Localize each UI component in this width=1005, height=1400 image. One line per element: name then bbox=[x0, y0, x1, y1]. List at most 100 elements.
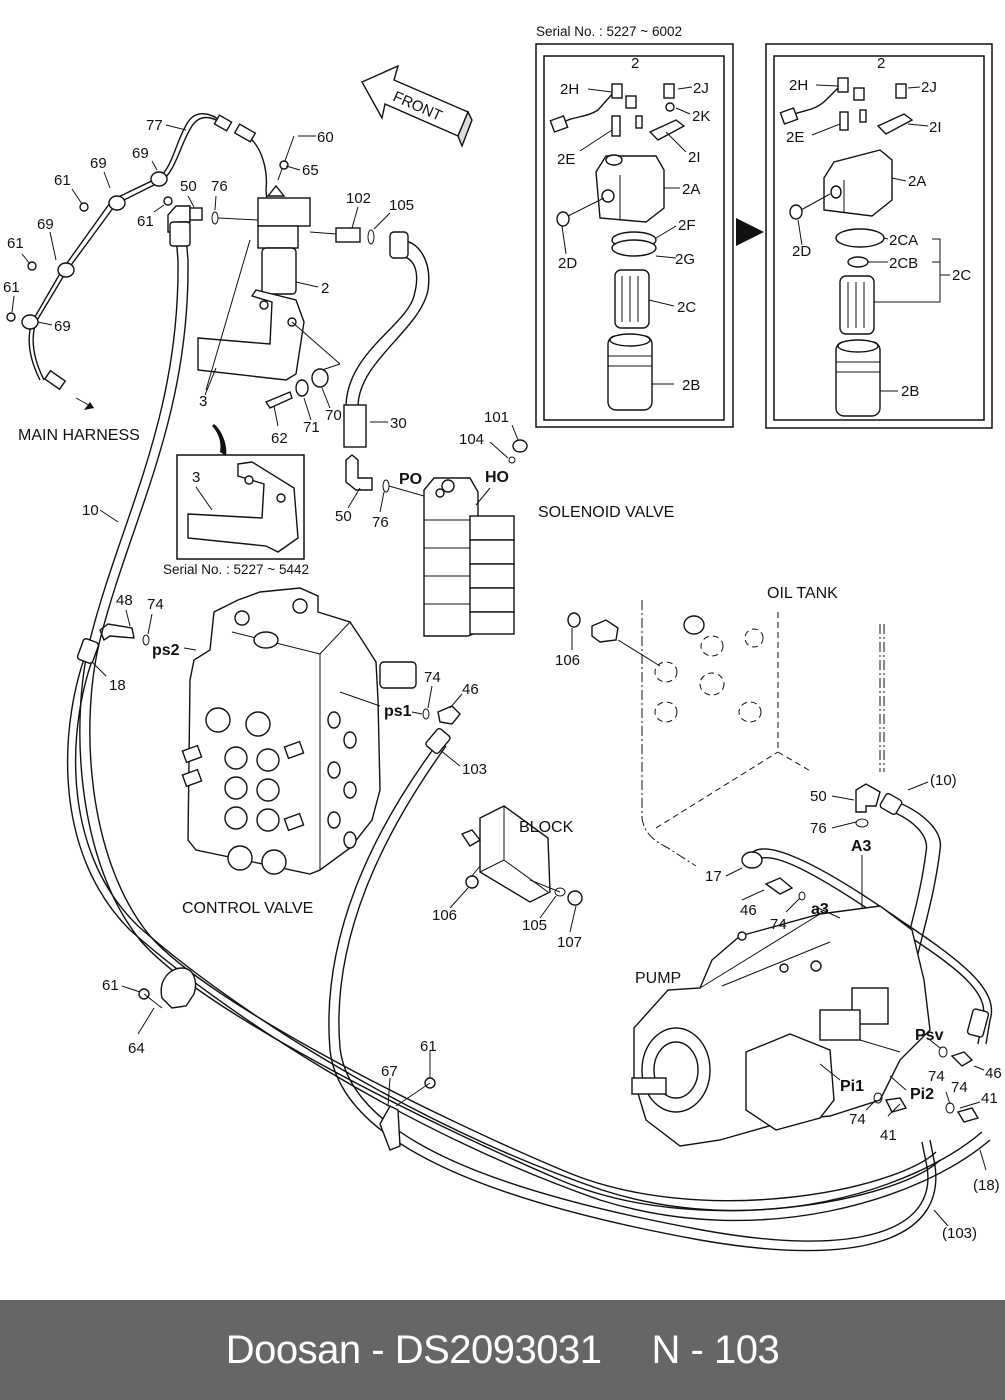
front-arrow-icon: FRONT bbox=[361, 64, 473, 148]
label-2K: 2K bbox=[692, 108, 710, 125]
label-2J-new: 2J bbox=[921, 79, 937, 96]
control-valve bbox=[99, 587, 461, 875]
transition-arrow-icon bbox=[736, 218, 764, 246]
label-2E-new: 2E bbox=[786, 129, 804, 146]
part-76: 76 bbox=[810, 820, 827, 837]
part-107: 107 bbox=[557, 934, 582, 951]
inset-labels: 2 2H 2J 2K 2E 2I 2A 2F 2G 2D 2C 2B 2 2H … bbox=[192, 55, 971, 486]
inset-filter-new bbox=[765, 43, 993, 429]
label-2D: 2D bbox=[558, 255, 577, 272]
part-104: 104 bbox=[459, 431, 484, 448]
part-48: 48 bbox=[116, 592, 133, 609]
part-46: 46 bbox=[740, 902, 757, 919]
part-105: 105 bbox=[389, 197, 414, 214]
harness-leaders bbox=[11, 124, 187, 326]
port-pi2: Pi2 bbox=[910, 1086, 934, 1103]
footer-bar: Doosan - DS2093031 N - 103 bbox=[0, 1300, 1005, 1400]
inset-filter-old bbox=[535, 43, 734, 428]
part-17: 17 bbox=[705, 868, 722, 885]
part-3: 3 bbox=[199, 393, 207, 410]
part-74: 74 bbox=[770, 916, 787, 933]
part-74: 74 bbox=[424, 669, 441, 686]
filter-assembly bbox=[167, 135, 430, 448]
label-2B-new: 2B bbox=[901, 383, 919, 400]
part-67: 67 bbox=[381, 1063, 398, 1080]
port-ps1: ps1 bbox=[384, 703, 412, 720]
part-103-ref: (103) bbox=[942, 1225, 977, 1242]
inset-old-title: 2 bbox=[631, 55, 639, 72]
part-61: 61 bbox=[3, 279, 20, 296]
port-psv: Psv bbox=[915, 1027, 944, 1044]
part-64: 64 bbox=[128, 1040, 145, 1057]
part-2: 2 bbox=[321, 280, 329, 297]
part-41: 41 bbox=[981, 1090, 998, 1107]
pump bbox=[631, 877, 987, 1227]
filter-leaders bbox=[187, 135, 391, 427]
label-2D-new: 2D bbox=[792, 243, 811, 260]
part-70: 70 bbox=[325, 407, 342, 424]
label-2H-new: 2H bbox=[789, 77, 808, 94]
solenoid-valve-caption: SOLENOID VALVE bbox=[538, 504, 674, 521]
part-102: 102 bbox=[346, 190, 371, 207]
label-2I: 2I bbox=[688, 149, 701, 166]
part-61: 61 bbox=[137, 213, 154, 230]
part-10: 10 bbox=[82, 502, 99, 519]
captions: MAIN HARNESS SOLENOID VALVE OIL TANK CON… bbox=[18, 24, 838, 987]
part-71: 71 bbox=[303, 419, 320, 436]
label-2J: 2J bbox=[693, 80, 709, 97]
footer-part-number: Doosan - DS2093031 bbox=[225, 1327, 602, 1372]
part-number-labels: 77 60 65 69 69 69 69 61 61 61 61 61 61 5… bbox=[3, 117, 1002, 1242]
block-caption: BLOCK bbox=[519, 819, 574, 836]
part-74: 74 bbox=[147, 596, 164, 613]
footer-page-number: N - 103 bbox=[651, 1327, 780, 1372]
part-46: 46 bbox=[985, 1065, 1002, 1082]
inset-filter-serial: Serial No. : 5227 ~ 6002 bbox=[536, 24, 682, 39]
port-A3: A3 bbox=[851, 838, 872, 855]
part-74: 74 bbox=[849, 1111, 866, 1128]
label-2B: 2B bbox=[682, 377, 700, 394]
label-2CB: 2CB bbox=[889, 255, 918, 272]
port-po: PO bbox=[399, 471, 422, 488]
label-2E: 2E bbox=[557, 151, 575, 168]
label-2C: 2C bbox=[677, 299, 696, 316]
part-60: 60 bbox=[317, 129, 334, 146]
part-106: 106 bbox=[555, 652, 580, 669]
part-69: 69 bbox=[90, 155, 107, 172]
part-74: 74 bbox=[928, 1068, 945, 1085]
part-105: 105 bbox=[522, 917, 547, 934]
part-69: 69 bbox=[132, 145, 149, 162]
part-61: 61 bbox=[54, 172, 71, 189]
part-61: 61 bbox=[7, 235, 24, 252]
oil-tank bbox=[567, 600, 929, 910]
label-2I-new: 2I bbox=[929, 119, 942, 136]
part-18: 18 bbox=[109, 677, 126, 694]
block-assembly bbox=[449, 805, 583, 933]
solenoid-leaders bbox=[347, 424, 519, 513]
label-2G: 2G bbox=[675, 251, 695, 268]
inset-bracket-label: 3 bbox=[192, 469, 200, 486]
part-69: 69 bbox=[54, 318, 71, 335]
parts-diagram: FRONT bbox=[3, 24, 1002, 1252]
part-50: 50 bbox=[810, 788, 827, 805]
label-2CA: 2CA bbox=[889, 232, 918, 249]
hose-leaders bbox=[99, 509, 431, 1107]
part-76: 76 bbox=[211, 178, 228, 195]
port-ps2: ps2 bbox=[152, 642, 180, 659]
label-2C-new: 2C bbox=[952, 267, 971, 284]
part-50: 50 bbox=[335, 508, 352, 525]
part-103: 103 bbox=[462, 761, 487, 778]
part-10-ref: (10) bbox=[930, 772, 957, 789]
part-18-ref: (18) bbox=[973, 1177, 1000, 1194]
harness-assembly bbox=[6, 113, 269, 410]
inset-new-title: 2 bbox=[877, 55, 885, 72]
part-61: 61 bbox=[420, 1038, 437, 1055]
part-50: 50 bbox=[180, 178, 197, 195]
port-a3: a3 bbox=[811, 901, 829, 918]
bracket bbox=[197, 239, 341, 456]
part-65: 65 bbox=[302, 162, 319, 179]
port-ho: HO bbox=[485, 469, 509, 486]
label-2F: 2F bbox=[678, 217, 696, 234]
inset-bracket-serial: Serial No. : 5227 ~ 5442 bbox=[163, 562, 309, 577]
part-30: 30 bbox=[390, 415, 407, 432]
part-74: 74 bbox=[951, 1079, 968, 1096]
